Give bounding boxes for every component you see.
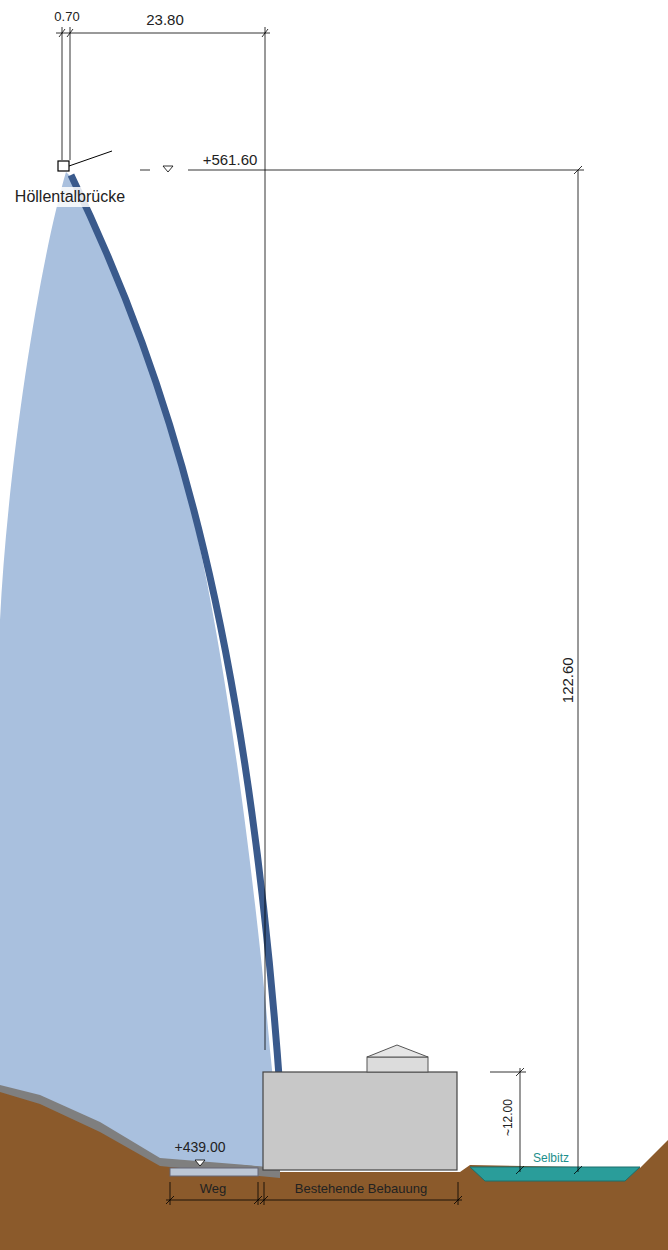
sail-surface [0,172,282,1168]
roof-gable [367,1045,428,1057]
existing-building [263,1072,457,1170]
dimension-text: 0.70 [54,10,79,24]
structure-curve [71,175,285,1168]
bridge-name: Höllentalbrücke [12,187,128,207]
dimension-text: 23.80 [146,12,184,29]
dimension-text: Bestehende Bebauung [295,1182,427,1196]
level-text: +561.60 [203,152,258,169]
dimension-text: 122.60 [560,655,577,705]
dimension-lines [56,27,584,1205]
dimension-text: ~12.00 [502,1097,515,1138]
level-text: +439.00 [175,1140,226,1155]
bridge-leader [69,151,112,166]
river-name: Selbitz [533,1152,569,1165]
bridge-symbol [58,161,69,171]
river [470,1167,640,1181]
path-surface [170,1168,258,1176]
roof-structure [367,1057,428,1072]
dimension-text: Weg [200,1182,227,1196]
